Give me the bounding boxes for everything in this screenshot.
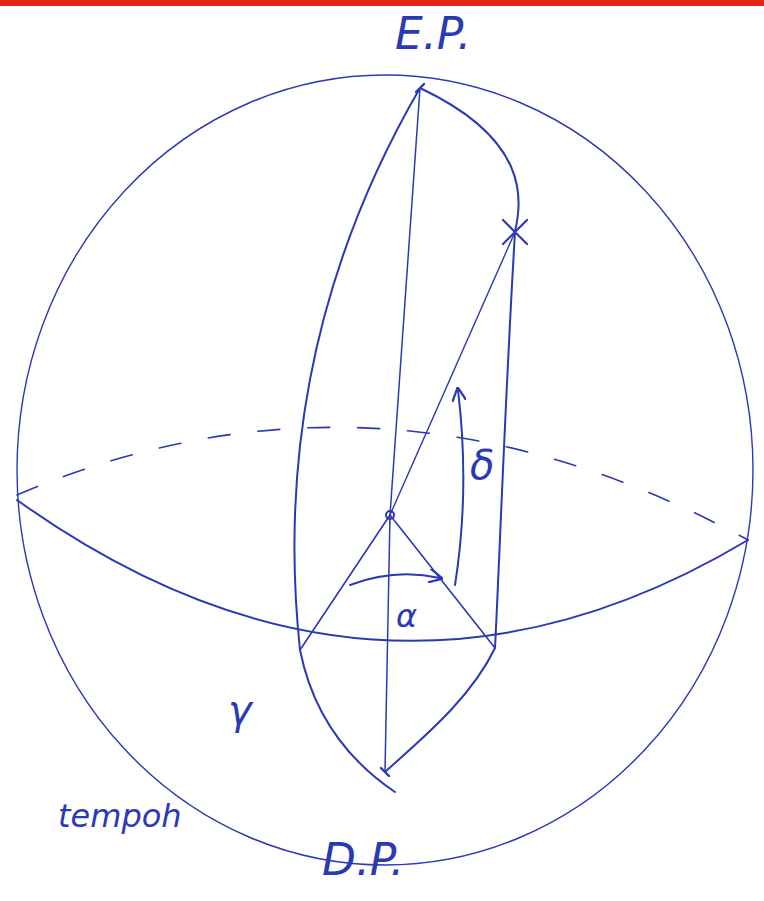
radius-hour (390, 515, 495, 648)
star-mark (503, 220, 527, 244)
meridian-gamma (294, 88, 420, 792)
right-ascension-label: α (396, 600, 417, 632)
radius-star (390, 232, 515, 515)
pole-label: D.P. (322, 838, 404, 882)
declination-label: δ (470, 445, 494, 485)
centre-point (386, 511, 394, 519)
vernal-point-label: γ (228, 690, 252, 730)
equator-back (17, 427, 748, 540)
meridian-star (385, 88, 519, 772)
alpha-arc (350, 574, 440, 585)
radius-gamma (300, 515, 390, 650)
delta-arc (455, 390, 463, 585)
equator-front (17, 500, 748, 641)
sphere-outline (17, 75, 753, 865)
pole-ticks (381, 84, 424, 776)
note-label: tempoh (58, 800, 182, 832)
pole-label: E.P. (395, 12, 471, 56)
polar-axis (385, 88, 420, 772)
top-bar (0, 0, 764, 6)
